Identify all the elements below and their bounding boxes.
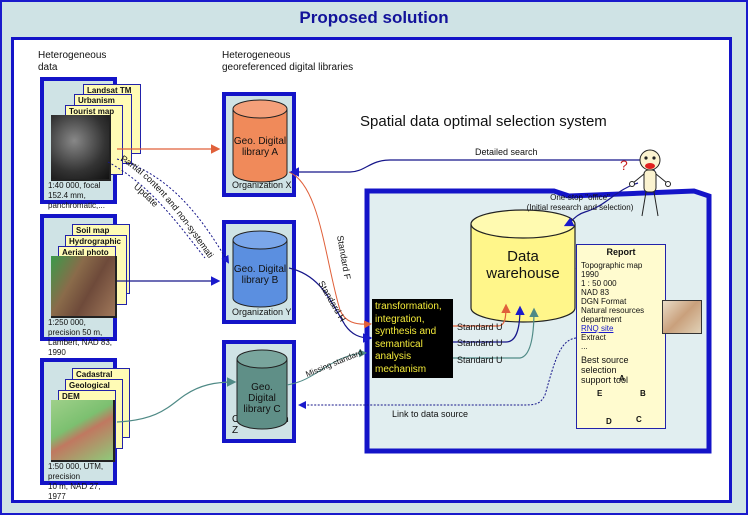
label-partial-content: Partial content and non-systematic — [0, 0, 216, 260]
arrow-libB-to-mechanism — [288, 267, 373, 343]
rnq-site-link[interactable]: RNQ site — [581, 324, 614, 333]
library-c-label: Geo. Digital library C — [243, 382, 281, 415]
user-figure-icon — [629, 149, 671, 217]
source-box-1: Landsat TM image Urbanism plan Tourist m… — [40, 77, 141, 210]
label-standard-u-2: Standard U — [457, 338, 503, 348]
dem-image — [51, 400, 115, 462]
radar-label-a: A — [619, 374, 625, 383]
arrow-detailed-search — [289, 159, 656, 179]
arrow-libC-to-mechanism — [286, 349, 367, 386]
report-title: Report — [606, 247, 636, 257]
cylinder-library-a — [232, 99, 288, 183]
arrow-source3-to-libC — [116, 377, 237, 423]
extract-label: Extract — [581, 333, 606, 342]
label-missing-standard: Missing standard — [304, 348, 363, 379]
arrow-link-to-source — [298, 337, 577, 409]
one-stop-office-label: One-stop "office" (Initial research and … — [526, 193, 634, 212]
arrow-mechanism-to-warehouse-2 — [453, 305, 525, 343]
library-b-label: Geo. Digital library B — [233, 264, 287, 286]
source-caption-1: 1:40 000, focal 152.4 mm, panchromatic,.… — [48, 181, 105, 210]
label-detailed-search: Detailed search — [475, 147, 538, 157]
arrow-mechanism-to-warehouse-1 — [453, 303, 511, 327]
heading-heterogeneous-libraries: Heterogeneous georeferenced digital libr… — [222, 50, 354, 73]
cylinder-library-b — [232, 230, 288, 308]
source-box-2: Soil map Hydrographic map Aerial photo 1… — [40, 214, 130, 357]
arrow-libA-to-mechanism — [288, 171, 372, 329]
landsat-image — [51, 115, 111, 181]
diagram-title: Proposed solution — [299, 8, 449, 27]
source-caption-3: 1:50 000, UTM, precision 10 m, NAD 27, 1… — [48, 462, 104, 501]
transformation-mechanism-box: transformation, integration, synthesis a… — [372, 299, 453, 378]
label-standard-f: Standard F — [335, 235, 353, 281]
data-warehouse-cylinder — [470, 209, 576, 323]
report-panel: Report Topographic map 1990 1 : 50 000 N… — [576, 244, 666, 429]
source-caption-2: 1:250 000, precision 50 m, Lambert, NAD … — [48, 318, 113, 357]
heading-heterogeneous-data: Heterogeneous data — [38, 50, 107, 73]
label-link-to-source: Link to data source — [392, 409, 468, 419]
label-standard-u-3: Standard U — [457, 355, 503, 365]
radar-label-c: C — [636, 415, 642, 424]
library-a-label: Geo. Digital library A — [233, 136, 287, 158]
aerial-photo-image — [51, 256, 117, 318]
radar-label-e: E — [597, 389, 603, 398]
cylinder-library-c — [236, 349, 288, 430]
question-mark: ? — [620, 157, 628, 173]
arrow-partial-update-2 — [107, 161, 206, 259]
arrow-mechanism-to-warehouse-3 — [453, 307, 539, 359]
label-standard-h: Standard H — [316, 279, 347, 323]
radar-label-d: D — [606, 417, 612, 426]
label-standard-u-1: Standard U — [457, 322, 503, 332]
arrow-partial-update — [116, 158, 230, 264]
data-warehouse-label: Data warehouse — [486, 248, 560, 282]
radar-label-b: B — [640, 389, 646, 398]
best-source-tool-label: Best source selection support tool — [581, 355, 629, 385]
source-box-3: Cadastral map Geological map DEM 1:50 00… — [40, 358, 130, 501]
arrow-user-to-warehouse — [563, 182, 639, 227]
extract-thumbnail — [662, 300, 702, 334]
system-heading: Spatial data optimal selection system — [360, 113, 607, 130]
